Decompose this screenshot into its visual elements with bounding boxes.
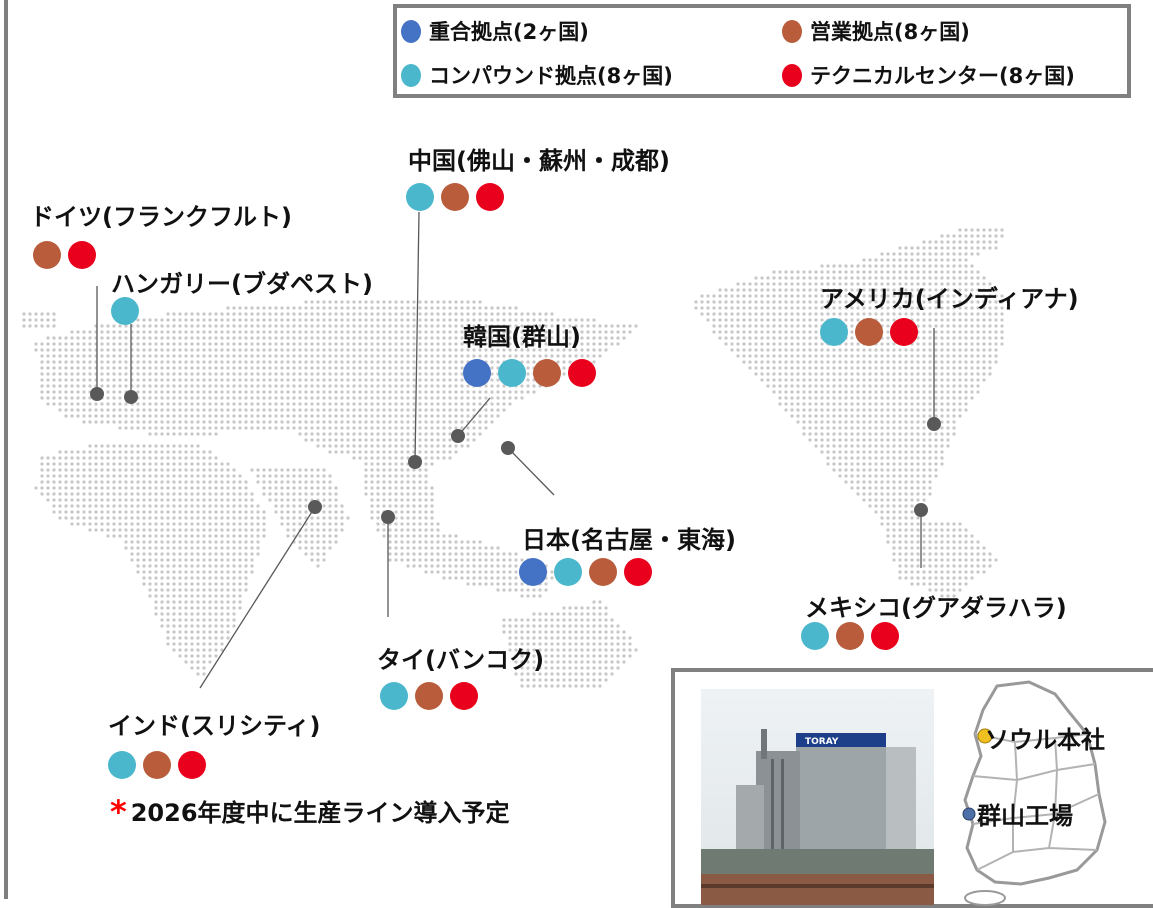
korea-inset-panel: TORAY ソウル本社 群山工場: [671, 668, 1153, 908]
technical-marker-icon: [68, 241, 96, 269]
compound-marker-icon: [380, 682, 408, 710]
sales-marker-icon: [533, 359, 561, 387]
sales-marker-icon: [441, 183, 469, 211]
legend-item-sales: 営業拠点(8ヶ国): [782, 16, 970, 46]
note-text: 2026年度中に生産ライン導入予定: [131, 799, 510, 827]
compound-marker-icon: [554, 558, 582, 586]
location-label-hungary: ハンガリー(ブダペスト): [111, 264, 373, 299]
sales-marker-icon: [836, 622, 864, 650]
mexico-location-pin-icon: [914, 503, 928, 517]
legend-item-compound: コンパウンド拠点(8ヶ国): [401, 60, 673, 90]
china-type-dots: [406, 183, 504, 211]
seoul-headquarters-label: ソウル本社: [985, 720, 1105, 755]
japan-location-pin-icon: [501, 441, 515, 455]
photo-sign-text: TORAY: [805, 737, 839, 747]
compound-marker-icon: [406, 183, 434, 211]
germany-location-pin-icon: [90, 387, 104, 401]
technical-marker-icon: [178, 751, 206, 779]
technical-marker-icon: [890, 318, 918, 346]
polymer-marker-icon: [401, 20, 421, 43]
japan-leader-line: [508, 448, 554, 495]
technical-marker-icon: [624, 558, 652, 586]
gunsan-plant-photo: TORAY: [701, 689, 934, 905]
compound-marker-icon: [498, 359, 526, 387]
legend-label-sales: 営業拠点(8ヶ国): [810, 16, 970, 46]
legend: 重合拠点(2ヶ国) 営業拠点(8ヶ国) コンパウンド拠点(8ヶ国) テクニカルセ…: [393, 4, 1131, 98]
technical-marker-icon: [568, 359, 596, 387]
location-label-korea: 韓国(群山): [463, 317, 581, 352]
gunsan-plant-label: 群山工場: [977, 796, 1073, 831]
compound-marker-icon: [111, 297, 139, 325]
usa-location-pin-icon: [927, 417, 941, 431]
location-label-usa: アメリカ(インディアナ): [820, 279, 1079, 314]
china-location-pin-icon: [408, 455, 422, 469]
compound-marker-icon: [801, 622, 829, 650]
technical-marker-icon: [871, 622, 899, 650]
technical-marker-icon: [476, 183, 504, 211]
location-label-germany: ドイツ(フランクフルト): [30, 197, 292, 232]
legend-label-technical: テクニカルセンター(8ヶ国): [810, 60, 1075, 90]
polymer-marker-icon: [463, 359, 491, 387]
polymer-marker-icon: [519, 558, 547, 586]
production-line-note: *2026年度中に生産ライン導入予定: [110, 793, 510, 831]
legend-label-polymer: 重合拠点(2ヶ国): [429, 16, 589, 46]
sales-marker-icon: [589, 558, 617, 586]
germany-type-dots: [33, 241, 96, 269]
sales-marker-icon: [415, 682, 443, 710]
technical-marker-icon: [782, 64, 802, 87]
technical-marker-icon: [450, 682, 478, 710]
location-label-india: インド(スリシティ): [108, 706, 321, 741]
japan-type-dots: [519, 558, 652, 586]
location-label-thailand: タイ(バンコク): [377, 640, 544, 675]
usa-type-dots: [820, 318, 918, 346]
compound-marker-icon: [108, 751, 136, 779]
china-leader-line: [415, 212, 419, 462]
india-leader-line: [200, 507, 315, 688]
mexico-type-dots: [801, 622, 899, 650]
location-label-china: 中国(佛山・蘇州・成都): [408, 141, 670, 176]
india-type-dots: [108, 751, 206, 779]
compound-marker-icon: [820, 318, 848, 346]
asterisk-icon: *: [110, 793, 127, 831]
location-label-mexico: メキシコ(グアダラハラ): [805, 588, 1067, 623]
sales-marker-icon: [33, 241, 61, 269]
legend-item-technical: テクニカルセンター(8ヶ国): [782, 60, 1075, 90]
hungary-type-dots: [111, 297, 139, 325]
location-label-japan: 日本(名古屋・東海): [522, 520, 736, 555]
hungary-location-pin-icon: [124, 390, 138, 404]
sales-marker-icon: [855, 318, 883, 346]
compound-marker-icon: [401, 64, 421, 87]
sales-marker-icon: [143, 751, 171, 779]
legend-label-compound: コンパウンド拠点(8ヶ国): [429, 60, 673, 90]
korea-location-pin-icon: [451, 429, 465, 443]
korea-type-dots: [463, 359, 596, 387]
legend-item-polymer: 重合拠点(2ヶ国): [401, 16, 589, 46]
india-location-pin-icon: [308, 500, 322, 514]
thailand-location-pin-icon: [381, 510, 395, 524]
thailand-type-dots: [380, 682, 478, 710]
gunsan-marker-icon: [963, 808, 975, 820]
sales-marker-icon: [782, 20, 802, 43]
korea-outline-map: [937, 672, 1153, 908]
